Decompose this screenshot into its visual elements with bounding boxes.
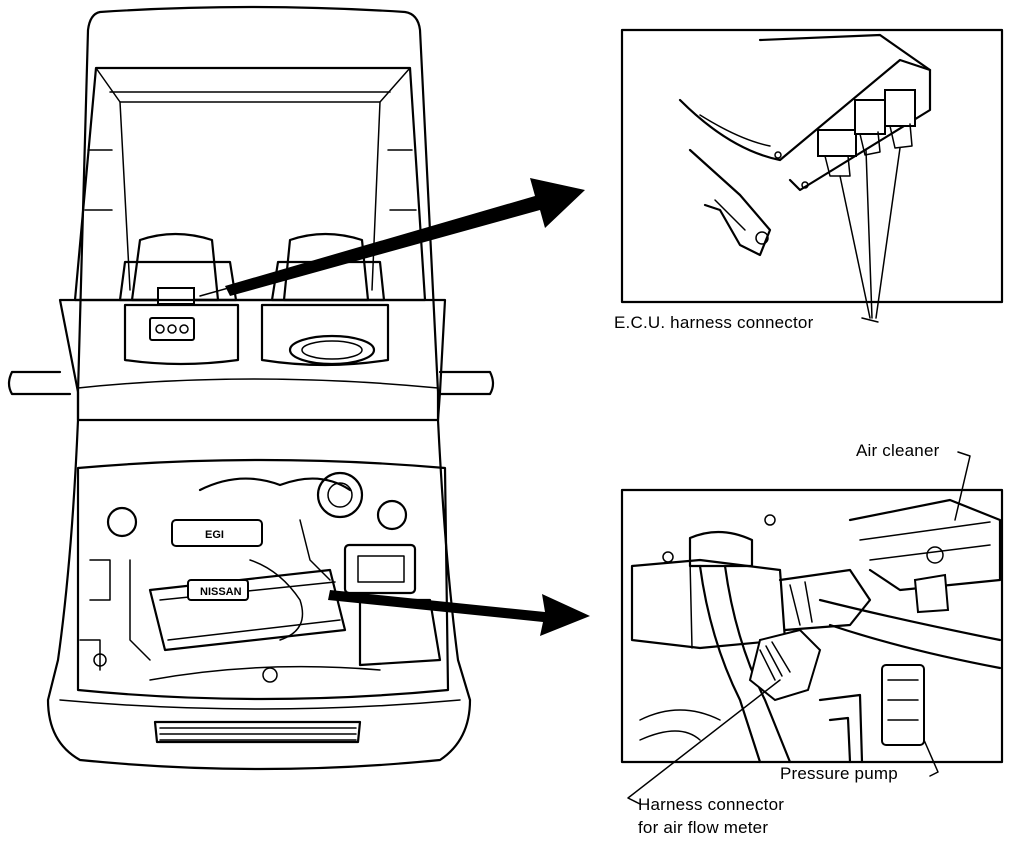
car-top-view-illustration: NISSAN EGI [7,5,495,771]
engine-badge-brand: NISSAN [200,586,242,598]
engine-bay-detail-illustration [620,451,1004,805]
ecu-detail-illustration [620,28,1004,323]
engine-badge-engine: EGI [205,529,224,541]
air-cleaner-label: Air cleaner [856,441,940,460]
air-flow-meter-connector-label-line1: Harness connector [638,795,785,814]
air-flow-meter-connector-label-line2: for air flow meter [638,818,769,837]
arrow-to-engine-detail [328,590,590,636]
engine-block-illustration: NISSAN EGI [79,471,442,683]
arrow-to-ecu-detail [199,178,585,297]
pressure-pump-label: Pressure pump [780,764,898,783]
ecu-harness-connector-label: E.C.U. harness connector [614,313,814,332]
